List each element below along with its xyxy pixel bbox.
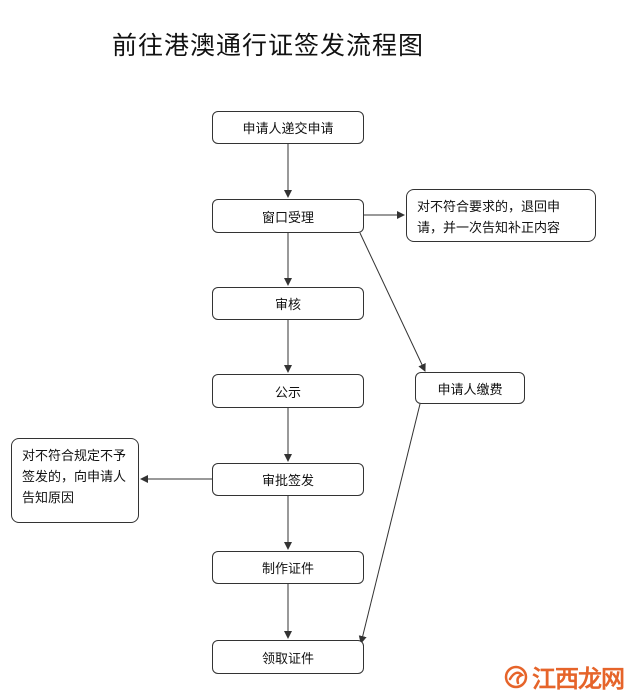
- note-return-application: 对不符合要求的，退回申请，并一次告知补正内容: [406, 189, 596, 242]
- step-collect-certificate: 领取证件: [212, 640, 364, 674]
- step-pay-fee: 申请人缴费: [415, 372, 525, 404]
- arrow-accept-to-fee: [359, 232, 426, 372]
- step-produce-certificate: 制作证件: [212, 551, 364, 584]
- step-submit-application: 申请人递交申请: [212, 111, 364, 144]
- step-window-acceptance: 窗口受理: [212, 199, 364, 233]
- diagram-title: 前往港澳通行证签发流程图: [112, 31, 425, 60]
- note-refuse-issue: 对不符合规定不予签发的，向申请人告知原因: [11, 438, 139, 523]
- step-review: 审核: [212, 287, 364, 320]
- watermark-text: 江西龙网: [532, 665, 625, 693]
- step-approve-issue: 审批签发: [212, 463, 364, 496]
- dragon-logo-icon: [504, 665, 528, 689]
- step-publicize: 公示: [212, 374, 364, 408]
- arrow-fee-to-collect: [358, 403, 421, 644]
- watermark: 江西龙网: [504, 659, 625, 694]
